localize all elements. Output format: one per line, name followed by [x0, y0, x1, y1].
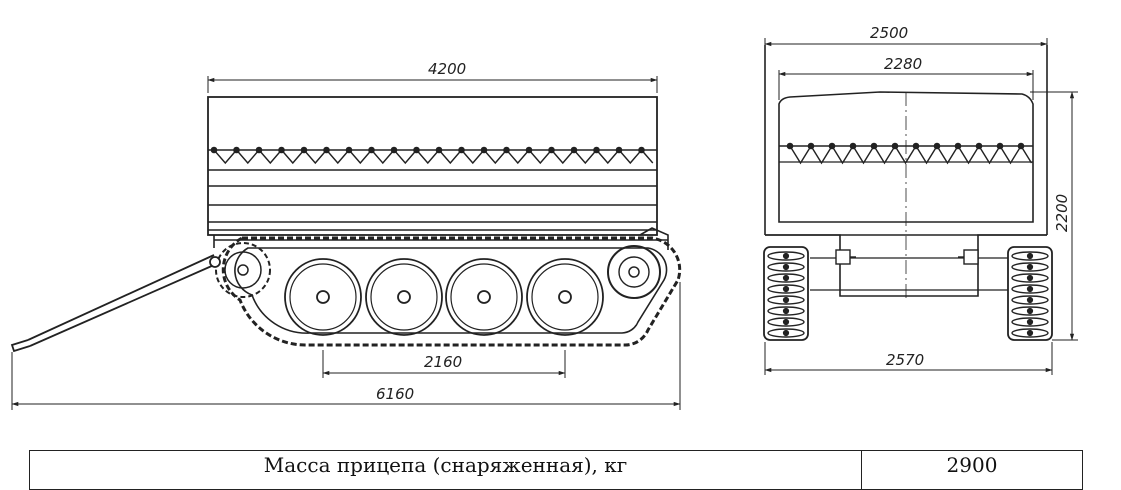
dim-label-4200: 4200 — [428, 60, 466, 78]
front-hub-left — [835, 249, 856, 265]
road-wheels — [284, 258, 604, 336]
dim-label-6160: 6160 — [376, 385, 414, 403]
rope-line — [213, 148, 654, 165]
dim-front-body-width — [778, 70, 1034, 100]
track-pin — [1026, 274, 1034, 282]
spec-value: 2900 — [861, 450, 1083, 490]
track-link — [767, 306, 805, 316]
front-view — [763, 38, 1078, 375]
road-wheel-rim — [531, 263, 599, 331]
track-pin — [782, 252, 790, 260]
road-wheel — [526, 258, 604, 336]
dim-side-overall — [11, 282, 681, 410]
track-link — [767, 262, 805, 272]
road-wheel-rim — [370, 263, 438, 331]
track-pin — [782, 285, 790, 293]
track-pin — [1026, 263, 1034, 271]
track-link — [1011, 306, 1049, 316]
track-link — [767, 284, 805, 294]
front-track-left — [763, 246, 809, 341]
track-pin — [782, 329, 790, 337]
track-link — [1011, 262, 1049, 272]
dim-label-2200: 2200 — [1053, 194, 1071, 232]
road-wheel-hub — [316, 290, 330, 304]
track-link — [1011, 273, 1049, 283]
track-pin — [782, 307, 790, 315]
track-pin — [782, 296, 790, 304]
dim-side-wheelbase — [322, 350, 566, 378]
road-wheel — [445, 258, 523, 336]
side-view — [10, 76, 682, 410]
track-pin — [1026, 329, 1034, 337]
track — [221, 236, 682, 347]
track-pin — [1026, 318, 1034, 326]
road-wheel-rim — [450, 263, 518, 331]
spec-label: Масса прицепа (снаряженная), кг — [29, 450, 862, 490]
dim-front-track-width — [764, 342, 1053, 375]
track-link — [1011, 328, 1049, 338]
spec-table: Масса прицепа (снаряженная), кг 2900 — [29, 450, 1083, 490]
track-pin — [782, 263, 790, 271]
track-pin — [1026, 252, 1034, 260]
side-body — [207, 96, 658, 236]
road-wheel-hub — [558, 290, 572, 304]
table-row: Масса прицепа (снаряженная), кг 2900 — [29, 450, 1083, 490]
dim-front-overall-width — [764, 38, 1048, 47]
road-wheel-hub — [477, 290, 491, 304]
dim-front-height — [1030, 91, 1078, 341]
front-track-right — [1007, 246, 1053, 341]
road-wheel-rim — [289, 263, 357, 331]
dim-label-2500: 2500 — [870, 24, 908, 42]
track-link — [767, 328, 805, 338]
idler-wheel — [607, 245, 661, 299]
rope-line — [789, 144, 1033, 165]
track-link — [1011, 317, 1049, 327]
track-link — [1011, 284, 1049, 294]
track-link — [1011, 295, 1049, 305]
track-link — [767, 317, 805, 327]
side-frame — [213, 227, 669, 250]
track-link — [767, 273, 805, 283]
dim-label-2160: 2160 — [424, 353, 462, 371]
dim-label-2280: 2280 — [884, 55, 922, 73]
track-pin — [782, 274, 790, 282]
front-hub-right — [958, 249, 979, 265]
track-link — [1011, 251, 1049, 261]
track-link — [767, 251, 805, 261]
track-link — [767, 295, 805, 305]
side-body-planks — [208, 169, 657, 231]
front-frame — [765, 234, 1047, 297]
road-wheel — [284, 258, 362, 336]
track-pin — [782, 318, 790, 326]
track-pin — [1026, 285, 1034, 293]
sprocket-wheel — [215, 242, 271, 298]
drawbar — [10, 254, 221, 353]
front-tarp-rope — [786, 142, 1033, 165]
track-pin — [1026, 307, 1034, 315]
front-tarp — [778, 91, 1034, 223]
track-pin — [1026, 296, 1034, 304]
road-wheel-hub — [397, 290, 411, 304]
road-wheel — [365, 258, 443, 336]
dim-side-body — [207, 76, 658, 93]
dim-label-2570: 2570 — [886, 351, 924, 369]
